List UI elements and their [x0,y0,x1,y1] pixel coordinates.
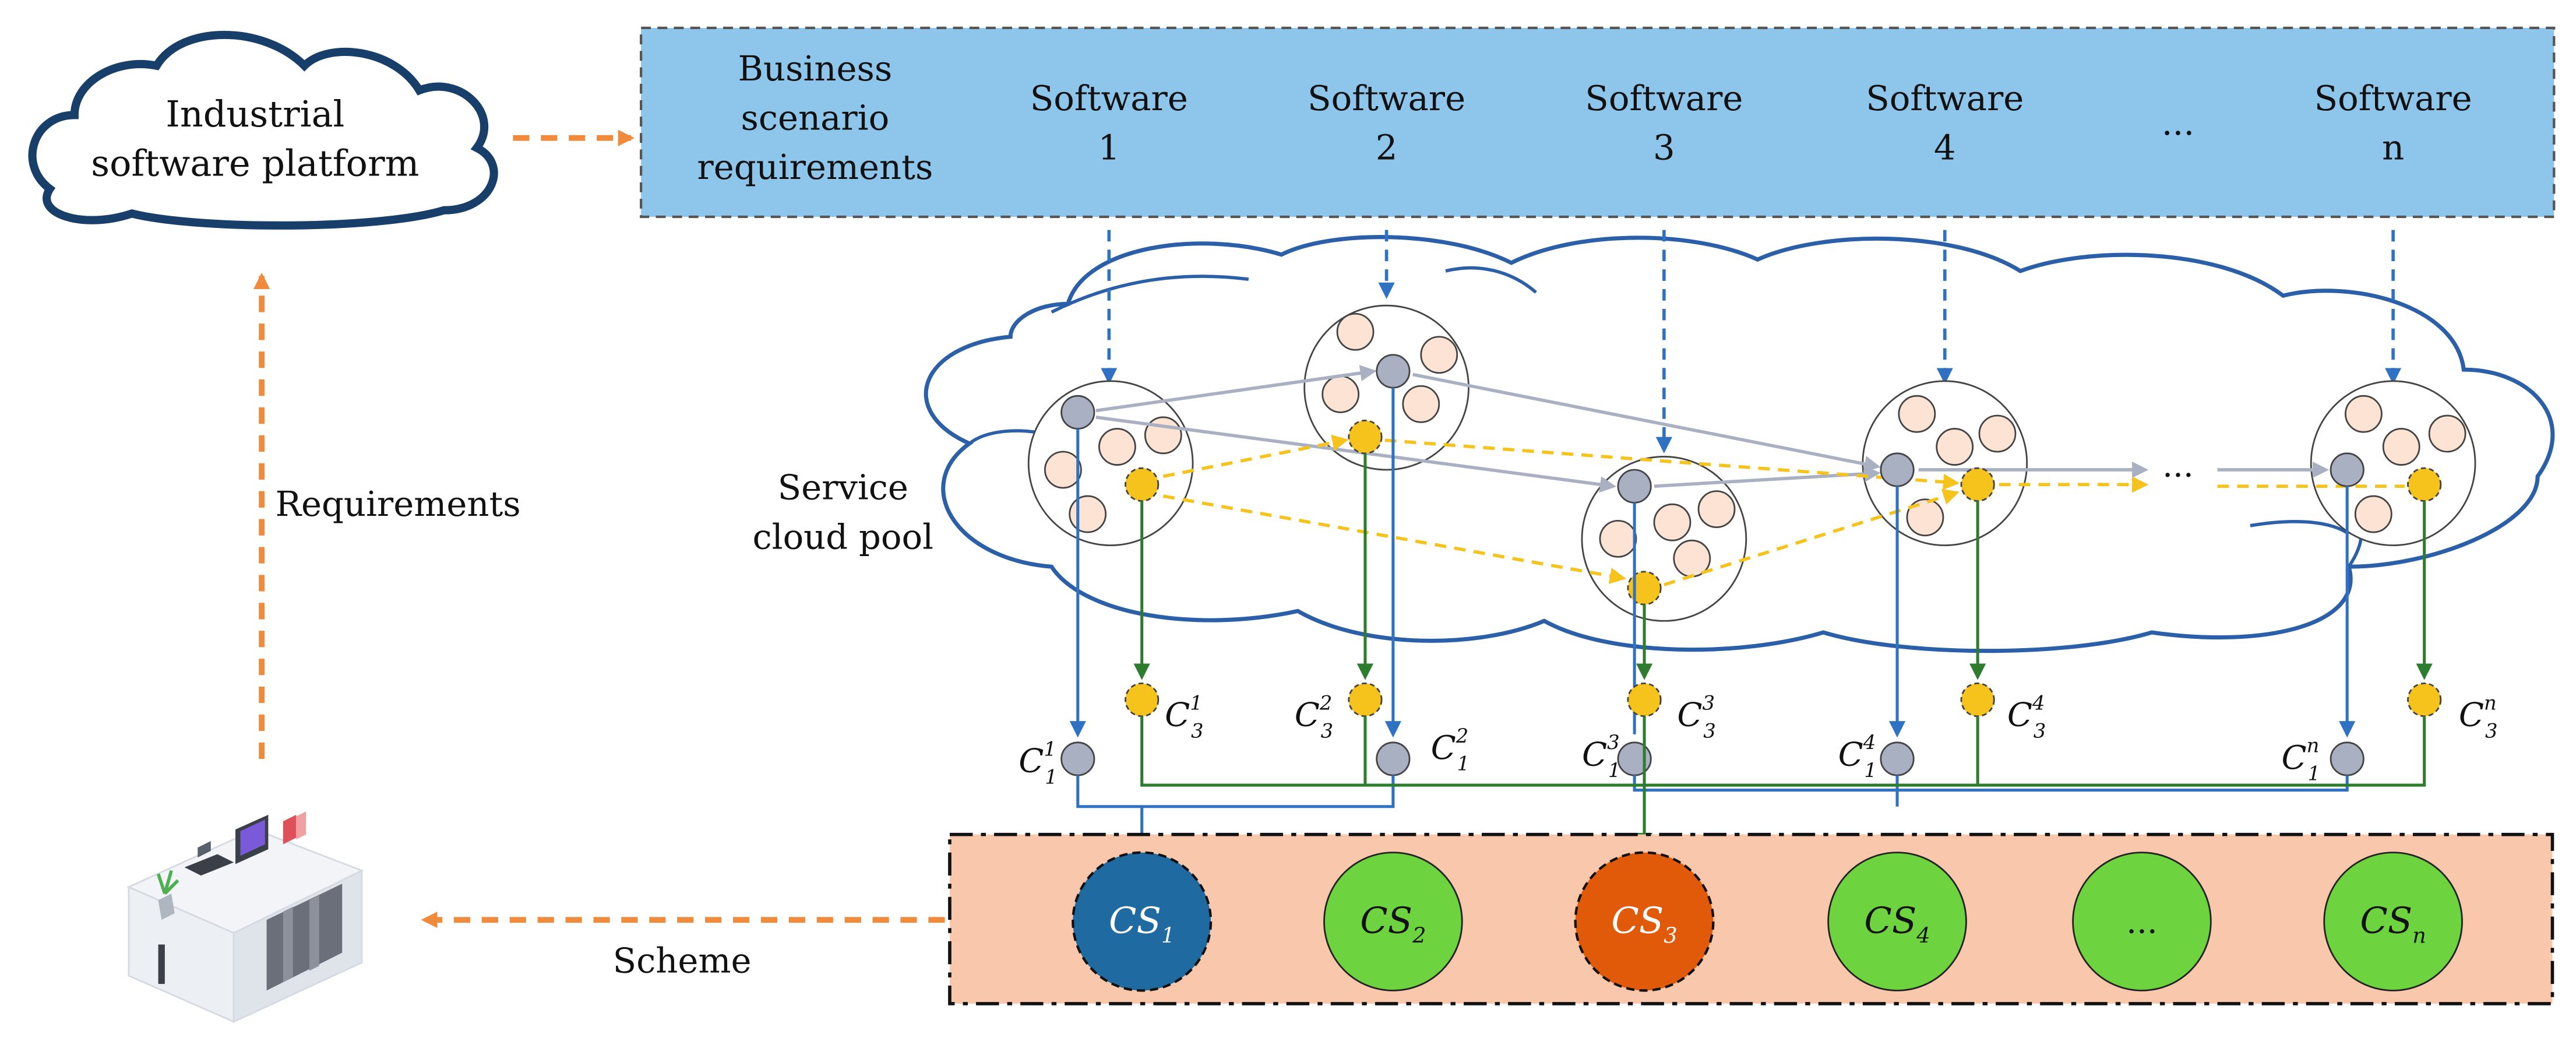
candidate-drop-lines [1069,388,2433,738]
business-line1: Business [738,48,892,89]
service-cluster-1 [1027,380,1194,547]
software-4-line1: Software [1866,78,2024,118]
scheme-bus-lines [1076,716,2426,850]
scheme-label: Scheme [613,940,752,980]
cloud-pool-ellipsis: ... [2162,446,2194,484]
service-cluster-2 [1303,304,1470,471]
requirements-label: Requirements [275,484,520,524]
business-line3: requirements [697,147,933,187]
scheme-cs2: CS2 [1323,852,1463,991]
software-ellipsis: ... [2162,103,2194,143]
grey-service-path [1095,365,2330,493]
software-n-line2: n [2382,127,2404,167]
svg-text:CS3: CS3 [1611,899,1677,948]
scheme-bar [948,832,2554,1005]
scheme-cs1: CS1 [1072,851,1213,992]
software-4-line2: 4 [1934,127,1956,167]
cloud-pool-label-line1: Service [778,467,908,508]
software-2-line1: Software [1308,78,1465,118]
platform-label-line1: Industrial [165,93,344,135]
scheme-ellipsis: ... [2072,852,2212,991]
scheme-circles: CS1 CS2 CS3 CS4 ... CSn [1072,851,2463,992]
svg-text:CS2: CS2 [1360,899,1426,948]
software-1-line1: Software [1030,78,1188,118]
platform-cloud: Industrial software platform [28,30,498,230]
requirements-banner: Business scenario requirements Software … [640,26,2556,219]
candidate-nodes [1060,682,2442,776]
software-3-line2: 3 [1653,127,1675,167]
software-to-service-arrows [1101,230,2402,453]
software-1-line2: 1 [1098,127,1120,167]
software-3-line1: Software [1585,78,1743,118]
cloud-pool-label-line2: cloud pool [752,516,933,557]
svg-text:CS4: CS4 [1864,899,1930,948]
software-n-line1: Software [2314,78,2472,118]
software-2-line2: 2 [1376,127,1398,167]
platform-label-line2: software platform [91,142,419,185]
scheme-cs4: CS4 [1827,852,1967,991]
svg-text:CS1: CS1 [1109,899,1175,948]
service-cluster-4 [1862,380,2028,547]
scheme-cs3: CS3 [1574,851,1715,992]
yellow-service-path [1162,434,2405,586]
service-cluster-n [2310,380,2476,547]
svg-text:CSn: CSn [2360,899,2426,948]
workstation-illustration [126,811,364,1024]
business-line2: scenario [741,98,889,138]
svg-text:...: ... [2126,903,2158,941]
scheme-csn: CSn [2323,852,2463,991]
